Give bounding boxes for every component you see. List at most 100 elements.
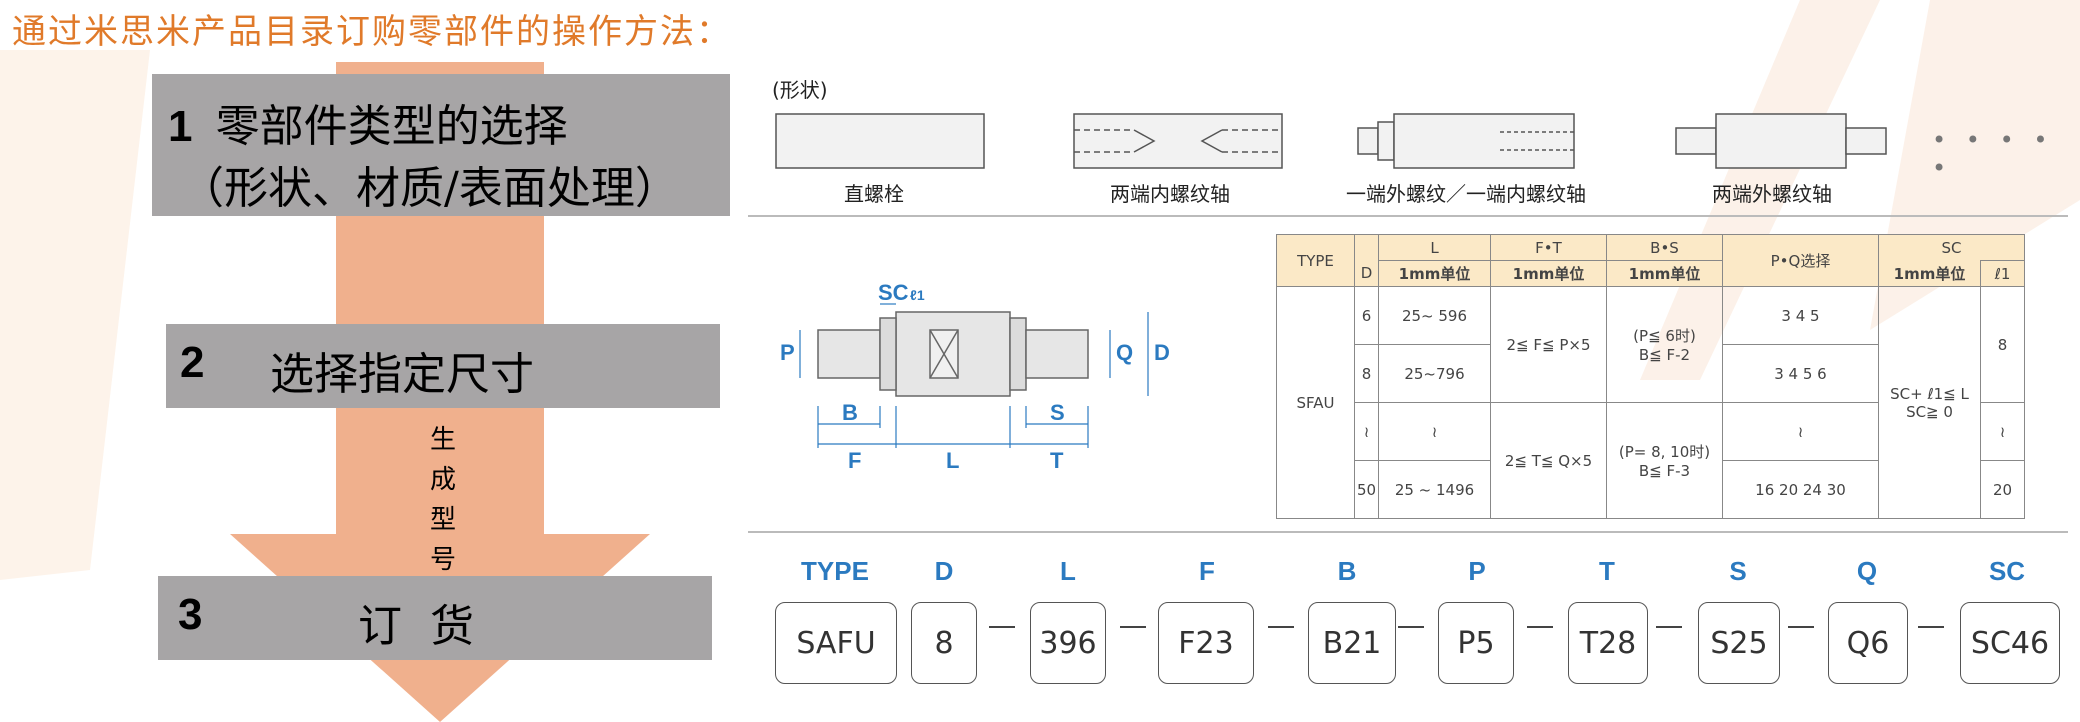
- code-value-l: 396: [1030, 602, 1106, 684]
- code-dash: [1268, 626, 1294, 628]
- dim-label-q: Q: [1116, 340, 1133, 365]
- shape-drawings: [775, 113, 1887, 169]
- sc-rule-1: SC+ ℓ1≦ L: [1890, 384, 1969, 403]
- code-head-sc: SC: [1988, 556, 2026, 586]
- step-1-subtitle: （形状、材质/表面处理）: [180, 163, 679, 214]
- th-pq: P•Q选择: [1722, 234, 1879, 287]
- code-dash: [1656, 626, 1682, 628]
- code-head-f: F: [1199, 556, 1215, 586]
- generate-char: 型: [429, 505, 456, 535]
- step-3-box: 3 订 货: [158, 576, 712, 660]
- code-value-f: F23: [1158, 602, 1254, 684]
- th-l1: ℓ1: [1980, 260, 2025, 287]
- shape-header: (形状): [772, 78, 828, 102]
- dim-label-s: S: [1050, 400, 1065, 425]
- shape-label-both-external: 两端外螺纹轴: [1712, 182, 1832, 206]
- step-1-number: 1: [168, 102, 193, 151]
- th-l-unit: 1mm单位: [1378, 260, 1491, 287]
- b-rule-1b: B≦ F-2: [1638, 346, 1691, 364]
- td-l: 25~ 596: [1378, 286, 1491, 345]
- generate-char: 号: [429, 545, 456, 575]
- code-head-p: P: [1468, 556, 1486, 586]
- code-value-d: 8: [911, 602, 977, 684]
- td-d: ≀: [1354, 402, 1379, 461]
- code-value-t: T28: [1568, 602, 1648, 684]
- td-b-rule-1: (P≦ 6时) B≦ F-2: [1606, 286, 1723, 403]
- td-l: ≀: [1378, 402, 1491, 461]
- step-2-number: 2: [180, 338, 205, 387]
- shaft-dimension-diagram: SC ℓ1 P Q D B F L S T: [780, 280, 1170, 470]
- step-3-number: 3: [178, 590, 203, 639]
- code-dash: [989, 626, 1015, 628]
- shape-label-straight-bolt: 直螺栓: [844, 182, 904, 206]
- dim-label-p: P: [780, 340, 795, 365]
- td-l: 25 ~ 1496: [1378, 460, 1491, 519]
- divider-line: [748, 531, 2068, 533]
- th-ft-unit: 1mm单位: [1490, 260, 1607, 287]
- th-sc-unit: 1mm单位: [1878, 260, 1981, 287]
- code-dash: [1527, 626, 1553, 628]
- code-value-s: S25: [1698, 602, 1780, 684]
- page-title: 通过米思米产品目录订购零部件的操作方法：: [12, 12, 732, 52]
- th-type: TYPE: [1276, 234, 1355, 287]
- step-2-box: 2 选择指定尺寸: [166, 324, 720, 408]
- td-d: 6: [1354, 286, 1379, 345]
- dim-label-sc: SC: [878, 280, 909, 305]
- step-1-title: 零部件类型的选择: [215, 101, 568, 152]
- td-sc-rule: SC+ ℓ1≦ L SC≧ 0: [1878, 286, 1981, 519]
- code-dash: [1120, 626, 1146, 628]
- step-1-box: 1 零部件类型的选择 （形状、材质/表面处理）: [152, 74, 730, 216]
- code-dash: [1918, 626, 1944, 628]
- code-value-b: B21: [1308, 602, 1396, 684]
- td-f-rule: 2≦ F≦ P×5: [1490, 286, 1607, 403]
- b-rule-2b: B≦ F-3: [1638, 462, 1691, 480]
- td-l: 25~796: [1378, 344, 1491, 403]
- spec-table: TYPE L F•T B•S P•Q选择 SC D 1mm单位 1mm单位 1m…: [1276, 234, 2025, 519]
- dim-label-t: T: [1050, 448, 1064, 470]
- code-head-d: D: [934, 556, 954, 586]
- td-t-rule: 2≦ T≦ Q×5: [1490, 402, 1607, 519]
- td-pq: ≀: [1722, 402, 1879, 461]
- td-d: 50: [1354, 460, 1379, 519]
- code-value-q: Q6: [1828, 602, 1908, 684]
- code-dash: [1398, 626, 1424, 628]
- code-head-t: T: [1599, 556, 1615, 586]
- generate-char: 成: [429, 465, 456, 495]
- td-pq: 16 20 24 30: [1722, 460, 1879, 519]
- generate-char: 生: [429, 425, 456, 455]
- more-shapes-indicator: • • • • •: [1932, 126, 2054, 182]
- dim-label-l: L: [946, 448, 959, 470]
- code-head-type: TYPE: [801, 556, 869, 586]
- td-pq: 3 4 5: [1722, 286, 1879, 345]
- step-2-title: 选择指定尺寸: [270, 349, 534, 400]
- td-l1: 20: [1980, 460, 2025, 519]
- code-head-q: Q: [1856, 556, 1878, 586]
- th-bs-unit: 1mm单位: [1606, 260, 1723, 287]
- th-bs: B•S: [1606, 234, 1723, 261]
- shape-label-both-internal: 两端内螺纹轴: [1110, 182, 1230, 206]
- code-value-sc: SC46: [1960, 602, 2060, 684]
- code-value-type: SAFU: [775, 602, 897, 684]
- td-l1: ≀: [1980, 402, 2025, 461]
- dim-label-l1: ℓ1: [910, 287, 925, 303]
- code-head-s: S: [1729, 556, 1747, 586]
- dim-label-d: D: [1154, 340, 1170, 365]
- td-pq: 3 4 5 6: [1722, 344, 1879, 403]
- code-value-p: P5: [1438, 602, 1514, 684]
- th-sc: SC: [1878, 234, 2025, 261]
- b-rule-1a: (P≦ 6时): [1633, 327, 1696, 345]
- td-b-rule-2: (P= 8, 10时) B≦ F-3: [1606, 402, 1723, 519]
- generate-model-label: 生 成 型 号: [418, 420, 468, 580]
- code-dash: [1788, 626, 1814, 628]
- th-l: L: [1378, 234, 1491, 261]
- b-rule-2a: (P= 8, 10时): [1618, 443, 1711, 461]
- dim-label-f: F: [848, 448, 861, 470]
- step-3-title: 订 货: [358, 601, 474, 652]
- th-d: D: [1354, 260, 1379, 287]
- th-ft: F•T: [1490, 234, 1607, 261]
- shape-label-ext-int: 一端外螺纹／一端内螺纹轴: [1346, 182, 1586, 206]
- td-l1: 8: [1980, 286, 2025, 403]
- divider-line: [748, 215, 2068, 217]
- td-d: 8: [1354, 344, 1379, 403]
- sc-rule-2: SC≧ 0: [1906, 402, 1953, 421]
